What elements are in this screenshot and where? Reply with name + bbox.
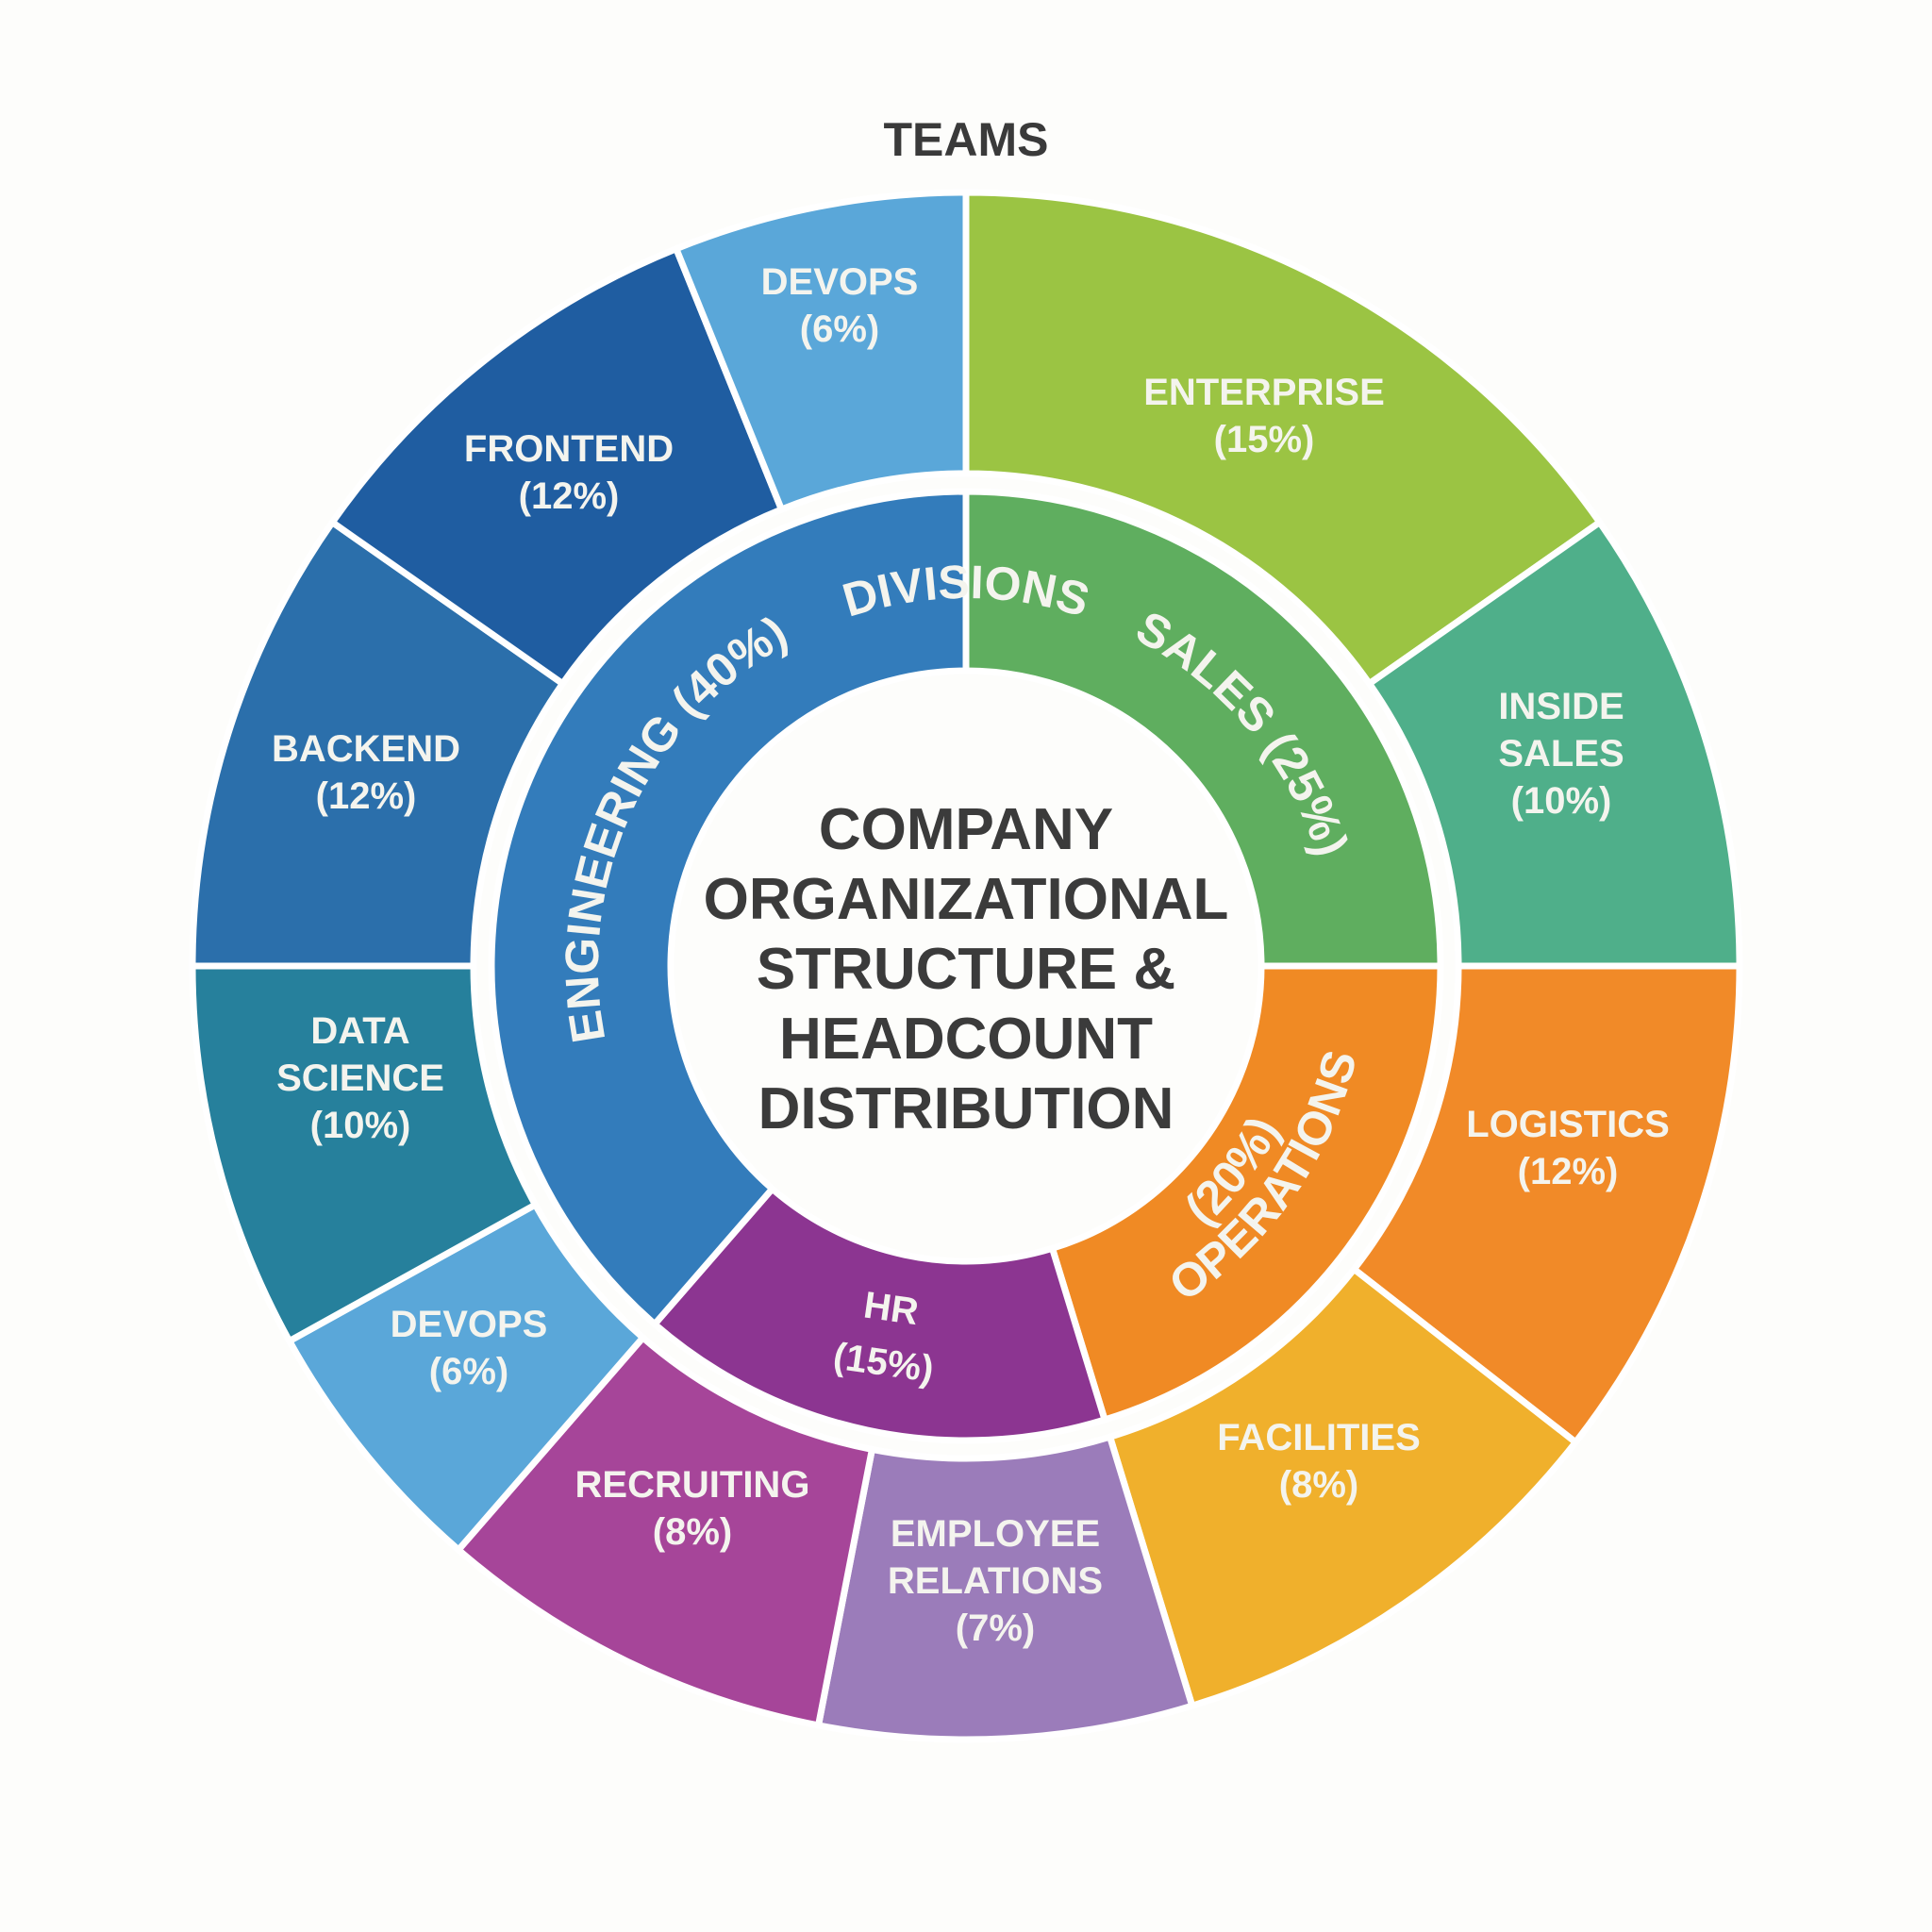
divisions-ring	[488, 488, 1444, 1444]
center-title-line: STRUCTURE &	[757, 937, 1175, 1002]
center-title-line: ORGANIZATIONAL	[704, 867, 1229, 932]
team-label-backend: BACKEND(12%)	[272, 728, 460, 817]
division-segment-operations[interactable]	[1048, 962, 1444, 1424]
team-segment-enterprise[interactable]	[962, 189, 1605, 689]
team-label-devops: DEVOPS(6%)	[761, 261, 919, 350]
team-label-facilities: FACILITIES(8%)	[1217, 1417, 1421, 1506]
team-label-devops: DEVOPS(6%)	[391, 1304, 548, 1392]
division-segment-engineering[interactable]	[488, 488, 970, 1329]
team-segment-devops[interactable]	[672, 189, 970, 514]
team-label-logistics: LOGISTICS(12%)	[1466, 1104, 1670, 1192]
teams-ring	[189, 189, 1743, 1743]
center-title-line: DISTRIBUTION	[758, 1076, 1174, 1141]
center-title-line: HEADCOUNT	[779, 1007, 1153, 1072]
division-segment-hr[interactable]	[650, 1184, 1109, 1444]
team-label-recruiting: RECRUITING(8%)	[575, 1464, 810, 1553]
center-title-line: COMPANY	[819, 797, 1113, 862]
team-label-frontend: FRONTEND(12%)	[464, 428, 674, 517]
teams-ring-title: TEAMS	[884, 113, 1049, 166]
team-label-enterprise: ENTERPRISE(15%)	[1143, 372, 1385, 460]
division-segment-sales[interactable]	[962, 488, 1444, 970]
